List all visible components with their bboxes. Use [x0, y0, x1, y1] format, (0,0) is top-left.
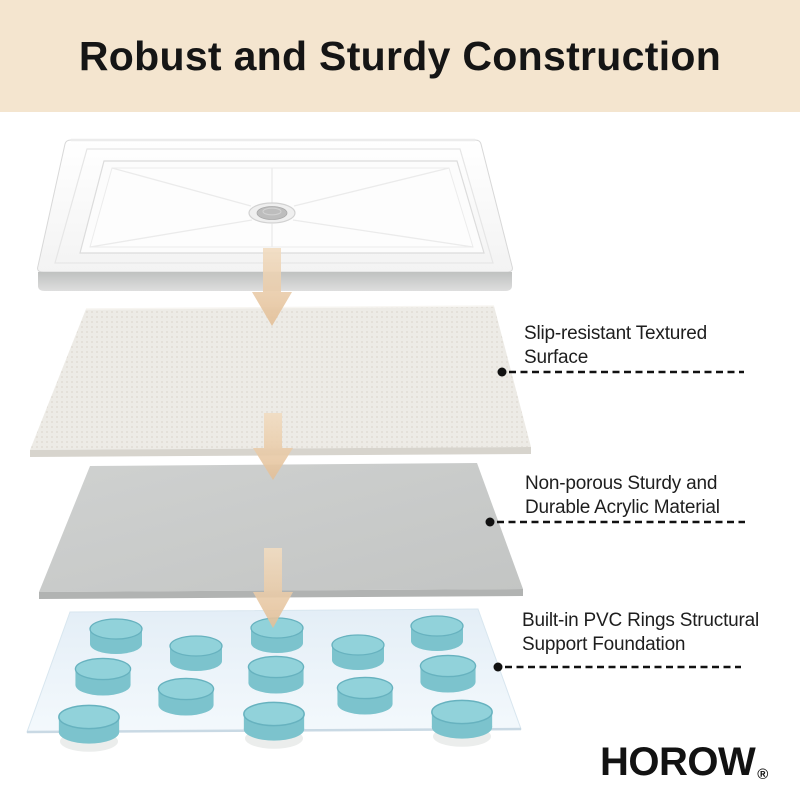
page-title: Robust and Sturdy Construction: [78, 32, 722, 79]
pvc-ring: [169, 635, 223, 672]
drain-cover-detail: [262, 207, 282, 216]
callout-dot: [497, 367, 507, 377]
callout-dot: [493, 662, 503, 672]
callout-text-line: Surface: [524, 347, 589, 368]
foundation-sheet: [26, 608, 522, 753]
callout-label-pvc-rings: Built-in PVC Rings Structural Support Fo…: [522, 609, 759, 657]
pvc-ring: [431, 699, 493, 748]
callout-text-line: Non-porous Sturdy and: [525, 473, 718, 494]
acrylic-layer-top: [39, 463, 523, 592]
pvc-ring: [58, 704, 120, 753]
callout-label-acrylic-material: Non-porous Sturdy and Durable Acrylic Ma…: [525, 472, 720, 520]
callout-text-line: Durable Acrylic Material: [525, 497, 720, 518]
title-banner: Robust and Sturdy Construction: [0, 0, 800, 112]
textured-layer-highlight: [85, 305, 495, 310]
pvc-ring: [419, 654, 477, 694]
pvc-ring: [410, 615, 464, 652]
pvc-ring: [331, 634, 385, 671]
callout-dot: [485, 517, 495, 527]
pvc-ring: [74, 657, 132, 697]
tray-rim-inner-line: [54, 148, 494, 264]
callout-leader: [493, 662, 741, 672]
down-arrow-icon: [252, 248, 292, 326]
callout-leader: [497, 367, 744, 377]
shower-tray: [37, 138, 513, 291]
callout-text-line: Built-in PVC Rings Structural: [522, 610, 760, 631]
callout-leader: [485, 517, 745, 527]
callout-text-line: Support Foundation: [522, 634, 686, 655]
down-arrow-icon: [253, 548, 293, 628]
tray-floor-creases: [89, 167, 474, 248]
pvc-ring: [250, 617, 304, 654]
registered-trademark-mark: ®: [757, 766, 769, 783]
pvc-ring: [336, 676, 394, 716]
brand-name: HOROW: [600, 740, 756, 784]
pvc-ring: [247, 655, 305, 695]
pvc-ring: [243, 701, 305, 750]
callout-text-line: Slip-resistant Textured: [524, 323, 708, 344]
textured-layer-top: [30, 306, 531, 450]
callout-label-textured-surface: Slip-resistant Textured Surface: [524, 322, 707, 370]
pvc-ring: [157, 677, 215, 717]
pvc-ring: [89, 618, 143, 655]
down-arrow-icon: [253, 413, 293, 480]
brand-logo: HOROW®: [600, 740, 768, 785]
